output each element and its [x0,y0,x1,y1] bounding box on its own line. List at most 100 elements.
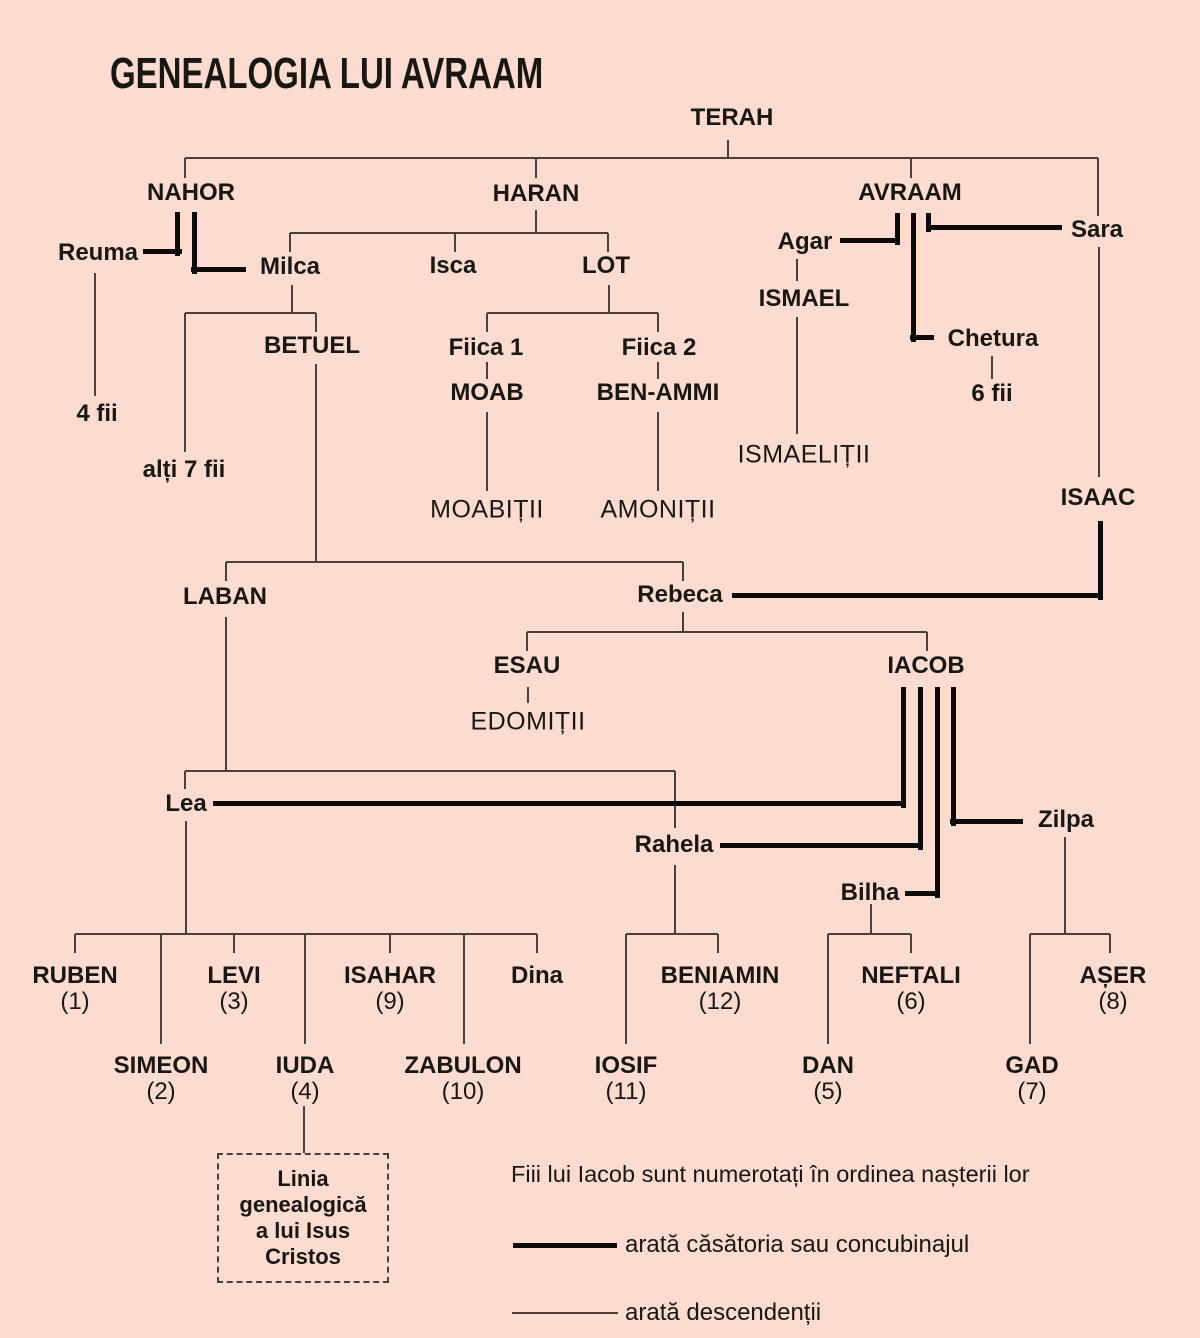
person-fiica2: Fiica 2 [621,334,697,361]
marriage-line [910,213,916,342]
descent-line [1097,158,1099,216]
person-haran: HARAN [492,180,580,207]
descent-line [626,933,718,935]
descent-line [870,904,872,934]
person-lea: Lea [165,790,207,817]
person-iacob: IACOB [887,652,965,679]
person-edomitii: EDOMIȚII [470,707,586,736]
person-zilpa: Zilpa [1037,806,1095,833]
descent-line [926,632,928,651]
birth-order-iuda: (4) [290,1078,320,1105]
person-agar: Agar [777,228,833,255]
person-gad: GAD [1005,1052,1059,1079]
marriage-line [894,213,900,245]
descent-line [727,140,729,158]
birth-order-gad: (7) [1017,1078,1047,1105]
descent-line [657,362,659,379]
person-nahor: NAHOR [147,179,235,206]
descent-line [94,273,96,396]
descent-line [674,771,676,828]
descent-line [796,259,798,281]
legend-note: Fiii lui Iacob sunt numerotați în ordine… [511,1161,1030,1187]
person-isahar: ISAHAR [343,962,437,989]
marriage-line [925,213,931,232]
birth-order-ruben: (1) [60,988,90,1015]
marriage-line [905,890,940,896]
descent-line [226,561,683,563]
marriage-line [950,687,956,826]
person-moab: MOAB [450,379,524,406]
person-esau: ESAU [493,652,561,679]
person-simeon: SIMEON [113,1052,209,1079]
descent-line [910,158,912,178]
descent-line [1098,247,1100,477]
person-benammi: BEN-AMMI [596,379,720,406]
marriage-line [926,224,1062,230]
descent-line [486,412,488,491]
person-levi: LEVI [207,962,261,989]
descent-line [682,562,684,581]
person-iosif: IOSIF [594,1052,658,1079]
person-beniamin: BENIAMIN [660,962,780,989]
person-bilha: Bilha [840,879,900,906]
descent-line [185,821,187,934]
person-rebeca: Rebeca [637,581,723,608]
descent-line [486,313,488,332]
marriage-line [720,842,923,848]
person-avraam: AVRAAM [858,179,962,206]
person-moabitii: MOABIȚII [430,495,544,524]
marriage-line [191,266,246,272]
person-iuda: IUDA [275,1052,335,1079]
descent-line [487,312,658,314]
marriage-line [910,334,934,340]
descent-line [290,232,608,234]
descent-line [1030,933,1110,935]
descent-line [1064,837,1066,934]
birth-order-aser: (8) [1098,988,1128,1015]
descent-line [289,233,291,252]
descent-line [535,210,537,234]
person-aser: AȘER [1079,962,1147,989]
descent-line [536,934,538,953]
descent-line [674,865,676,934]
jesus-box-line: a lui Isus [255,1218,351,1243]
person-reuma: Reuma [57,239,139,266]
descent-line [184,771,186,789]
marriage-line [900,687,906,808]
descent-line [991,356,993,379]
person-fiica1: Fiica 1 [448,334,524,361]
descent-line [657,412,659,491]
descent-line [717,934,719,953]
descent-line-swatch [512,1312,618,1314]
descent-line [682,612,684,633]
marriage-line [191,212,197,274]
descent-line [607,233,609,252]
descent-line [526,632,528,651]
marriage-line-swatch [513,1243,617,1248]
person-betuel: BETUEL [264,332,360,359]
marriage-line [732,592,1103,598]
person-lot: LOT [582,252,630,279]
descent-line [657,313,659,332]
person-sara: Sara [1070,216,1124,243]
marriage-line [213,800,905,806]
descent-line [1109,934,1111,953]
birth-order-zabulon: (10) [441,1078,485,1105]
descent-line [1029,934,1031,1044]
descent-line [389,934,391,953]
descent-line [828,933,911,935]
descent-line [527,687,529,703]
descent-line [185,770,675,772]
descent-line [796,317,798,434]
person-neftali: NEFTALI [861,962,961,989]
descent-line [185,157,1098,159]
descent-line [233,934,235,953]
person-amonitii: AMONIȚII [600,495,716,524]
person-fii4: 4 fii [76,400,118,427]
person-ismael: ISMAEL [758,285,850,312]
person-milca: Milca [259,253,321,280]
marriage-line [143,248,182,254]
legend-label-descent: arată descendenții [625,1299,822,1326]
